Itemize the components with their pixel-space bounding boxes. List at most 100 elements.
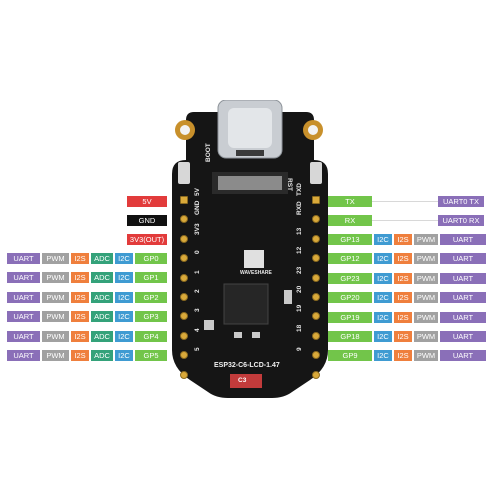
right-func-label-i2s: I2S — [394, 234, 412, 245]
silk-c3: C3 — [238, 377, 247, 384]
left-silk-label: 5 — [194, 347, 201, 351]
left-func-label-i2c: I2C — [115, 292, 133, 303]
label-5v: 5V — [127, 196, 167, 207]
silk-rst: RST — [286, 178, 293, 191]
silk-logo-text: WAVESHARE — [240, 270, 272, 276]
right-func-label-i2c: I2C — [374, 350, 392, 361]
right-header-pin — [312, 235, 320, 243]
right-func-label-i2s: I2S — [394, 312, 412, 323]
right-func-label-uart: UART — [440, 234, 486, 245]
left-gpio-label: GP5 — [135, 350, 167, 361]
left-silk-label: 2 — [194, 289, 201, 293]
right-silk-label: 23 — [296, 266, 303, 274]
left-func-label-i2c: I2C — [115, 253, 133, 264]
left-silk-label: 0 — [194, 250, 201, 254]
right-gpio-label: GP19 — [328, 312, 372, 323]
right-header-pin — [312, 351, 320, 359]
left-func-label-adc: ADC — [91, 350, 113, 361]
right-func-label-i2s: I2S — [394, 273, 412, 284]
left-gpio-label: GP4 — [135, 331, 167, 342]
left-func-label-uart: UART — [7, 331, 40, 342]
right-gpio-label: GP23 — [328, 273, 372, 284]
esp32-c6-board: BOOT RST ESP32-C6-LCD-1.47 C3 WAVESHARE … — [172, 99, 328, 398]
right-func-label-i2s: I2S — [394, 331, 412, 342]
label-uart0-tx: UART0 TX — [438, 196, 484, 207]
right-func-label-pwm: PWM — [414, 234, 438, 245]
left-gpio-label: GP0 — [135, 253, 167, 264]
right-func-label-uart: UART — [440, 312, 486, 323]
left-func-label-i2s: I2S — [71, 331, 89, 342]
right-func-label-i2c: I2C — [374, 292, 392, 303]
left-func-label-uart: UART — [7, 272, 40, 283]
left-func-label-adc: ADC — [91, 292, 113, 303]
label-tx: TX — [328, 196, 372, 207]
right-header-pin — [312, 332, 320, 340]
c3-badge — [230, 374, 262, 388]
right-silk-label: 19 — [296, 304, 303, 312]
label-rx: RX — [328, 215, 372, 226]
left-func-label-uart: UART — [7, 253, 40, 264]
board-drawing — [172, 99, 328, 398]
left-func-label-pwm: PWM — [42, 350, 69, 361]
right-func-label-uart: UART — [440, 253, 486, 264]
right-silk-label: 20 — [296, 285, 303, 293]
left-header-pin — [180, 332, 188, 340]
right-func-label-pwm: PWM — [414, 253, 438, 264]
left-func-label-i2s: I2S — [71, 253, 89, 264]
left-func-label-uart: UART — [7, 350, 40, 361]
left-header-pin — [180, 371, 188, 379]
left-silk-label: 3V3 — [194, 223, 201, 235]
right-silk-label: RXD — [296, 201, 303, 215]
left-header-pin — [180, 274, 188, 282]
left-func-label-adc: ADC — [91, 311, 113, 322]
right-func-label-pwm: PWM — [414, 273, 438, 284]
right-header-pin — [312, 274, 320, 282]
left-func-label-pwm: PWM — [42, 331, 69, 342]
right-func-label-uart: UART — [440, 350, 486, 361]
right-func-label-i2s: I2S — [394, 350, 412, 361]
left-header-pin — [180, 254, 188, 262]
left-gpio-label: GP1 — [135, 272, 167, 283]
left-gpio-label: GP2 — [135, 292, 167, 303]
right-header-pin — [312, 215, 320, 223]
left-silk-label: GND — [194, 200, 201, 215]
right-silk-label: 13 — [296, 227, 303, 235]
left-func-label-pwm: PWM — [42, 292, 69, 303]
left-func-label-uart: UART — [7, 311, 40, 322]
right-func-label-i2c: I2C — [374, 234, 392, 245]
left-func-label-i2c: I2C — [115, 272, 133, 283]
left-header-pin — [180, 235, 188, 243]
left-func-label-uart: UART — [7, 292, 40, 303]
right-gpio-label: GP20 — [328, 292, 372, 303]
right-func-label-i2c: I2C — [374, 331, 392, 342]
left-func-label-pwm: PWM — [42, 272, 69, 283]
left-func-label-adc: ADC — [91, 331, 113, 342]
reset-button — [310, 162, 322, 184]
right-silk-label: 12 — [296, 246, 303, 254]
label-gnd: GND — [127, 215, 167, 226]
right-silk-label: TXD — [296, 183, 303, 196]
right-func-label-uart: UART — [440, 273, 486, 284]
left-func-label-i2s: I2S — [71, 272, 89, 283]
left-func-label-i2c: I2C — [115, 331, 133, 342]
waveshare-logo — [244, 250, 264, 268]
silk-model: ESP32-C6-LCD-1.47 — [214, 362, 280, 369]
mcu-chip — [223, 283, 269, 325]
right-func-label-pwm: PWM — [414, 312, 438, 323]
label-uart0-rx: UART0 RX — [438, 215, 484, 226]
left-silk-label: 3 — [194, 308, 201, 312]
left-func-label-i2s: I2S — [71, 292, 89, 303]
right-gpio-label: GP13 — [328, 234, 372, 245]
right-silk-label: 9 — [296, 347, 303, 351]
right-gpio-label: GP9 — [328, 350, 372, 361]
left-silk-label: 4 — [194, 328, 201, 332]
right-gpio-label: GP18 — [328, 331, 372, 342]
right-silk-label: 18 — [296, 324, 303, 332]
label-3v3-out: 3V3(OUT) — [127, 234, 167, 245]
right-func-label-uart: UART — [440, 331, 486, 342]
left-silk-label: 5V — [194, 188, 201, 196]
connector-line — [372, 201, 438, 202]
left-func-label-i2s: I2S — [71, 311, 89, 322]
left-func-label-adc: ADC — [91, 253, 113, 264]
left-func-label-i2s: I2S — [71, 350, 89, 361]
